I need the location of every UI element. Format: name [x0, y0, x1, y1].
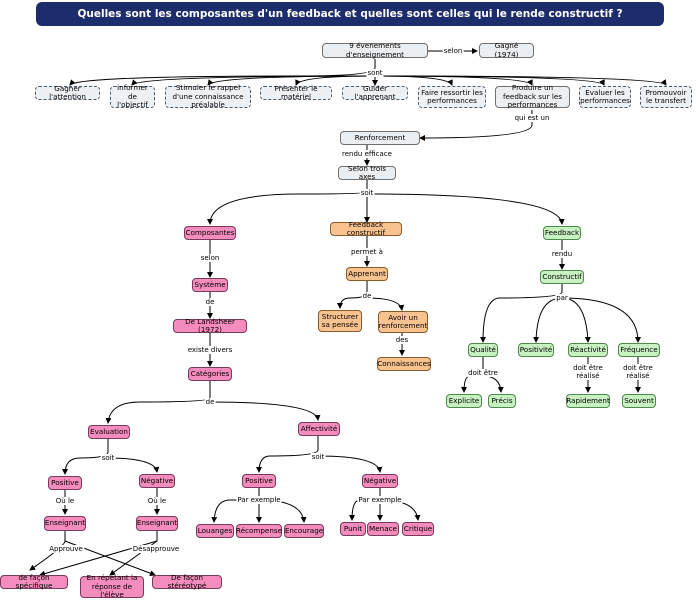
node-rapidement[interactable]: Rapidement — [566, 394, 610, 408]
link-label-permet-a: permet à — [350, 248, 384, 256]
node-produire-feedback[interactable]: Produire un feedback sur les performance… — [495, 84, 570, 109]
link-label-desapprouve: Désapprouve — [131, 545, 181, 553]
node-informer-objectif[interactable]: informer de l'objectif — [110, 84, 155, 109]
link-label-approuve: Approuve — [48, 545, 84, 553]
node-guider-apprenant[interactable]: Guider l'apprenant — [342, 84, 408, 101]
node-encourage[interactable]: Encourage — [284, 524, 324, 538]
node-categories[interactable]: Catégories — [188, 367, 232, 381]
node-eval-positive[interactable]: Positive — [48, 476, 82, 490]
node-systeme[interactable]: Système — [192, 278, 228, 292]
link-label-de-1: de — [204, 298, 216, 306]
node-qualite[interactable]: Qualité — [468, 343, 498, 357]
link-label-ou-le-1: Où le — [54, 497, 76, 505]
link-label-soit-1: soit — [359, 189, 375, 197]
node-stereotype[interactable]: De façon stéréotypé — [152, 573, 222, 590]
node-enseignant-1[interactable]: Enseignant — [44, 516, 86, 531]
node-aff-positive[interactable]: Positive — [242, 474, 276, 488]
link-label-rendu: rendu — [550, 250, 574, 258]
node-composantes[interactable]: Composantes — [184, 226, 236, 240]
node-avoir-renforcement[interactable]: Avoir un renforcement — [378, 311, 428, 333]
link-label-selon-1: selon — [442, 47, 464, 55]
node-presenter-materiel[interactable]: Présenter le matériel — [260, 84, 332, 101]
link-label-sont: sont — [366, 69, 384, 77]
node-renforcement[interactable]: Renforcement — [340, 131, 420, 145]
link-label-rendu-efficace: rendu efficace — [341, 150, 393, 158]
node-repetant[interactable]: En répétant la réponse de l'élève — [80, 574, 144, 599]
node-promouvoir-transfert[interactable]: Promouvoir le transfert — [640, 86, 692, 108]
link-label-par-exemple-2: Par exemple — [357, 496, 403, 504]
node-stimuler-rappel[interactable]: Stimuler le rappel d'une connaissance pr… — [165, 84, 251, 109]
link-label-soit-2: soit — [100, 454, 116, 462]
node-recompense[interactable]: Récompense — [236, 524, 282, 538]
link-label-ou-le-2: Où le — [146, 497, 168, 505]
node-evenements[interactable]: 9 évenements d'enseignement — [322, 41, 428, 58]
node-structurer[interactable]: Structurer sa pensée — [318, 310, 362, 332]
link-label-doit-etre-realise-1: doit être réalisé — [570, 364, 606, 380]
diagram-title: Quelles sont les composantes d'un feedba… — [36, 2, 664, 26]
link-label-qui-est-un: qui est un — [513, 114, 551, 122]
node-faire-ressortir[interactable]: Faire ressortir les performances — [418, 86, 486, 108]
node-souvent[interactable]: Souvent — [622, 394, 656, 408]
node-aff-negative[interactable]: Négative — [362, 474, 398, 488]
link-label-doit-etre-realise-2: doit être réalisé — [620, 364, 656, 380]
node-evaluation[interactable]: Evaluation — [88, 425, 130, 439]
node-frequence[interactable]: Fréquence — [618, 343, 660, 357]
node-trois-axes[interactable]: Selon trois axes — [338, 164, 396, 181]
link-label-existe-divers: existe divers — [186, 346, 234, 354]
link-label-par: par — [555, 294, 569, 302]
link-label-doit-etre-1: doit être — [467, 369, 499, 377]
node-gagner-attention[interactable]: Gagner l'attention — [35, 84, 100, 101]
node-feedback-constructif[interactable]: Feedback constructif — [330, 220, 402, 237]
node-landsheer[interactable]: De Landsheer (1972) — [173, 317, 247, 334]
node-specifique[interactable]: de façon spécifique — [0, 573, 68, 590]
node-explicite[interactable]: Explicite — [446, 394, 482, 408]
link-label-de-2: de — [204, 398, 216, 406]
node-positivite[interactable]: Positivité — [518, 343, 554, 357]
link-label-selon-2: selon — [199, 254, 221, 262]
node-reactivite[interactable]: Réactivité — [568, 343, 608, 357]
node-evaluer-performances[interactable]: Evaluer les performances — [579, 86, 631, 108]
link-label-par-exemple-1: Par exemple — [236, 496, 282, 504]
node-eval-negative[interactable]: Négative — [139, 474, 175, 488]
link-label-soit-3: soit — [310, 453, 326, 461]
node-apprenant[interactable]: Apprenant — [346, 267, 388, 281]
node-feedback[interactable]: Feedback — [543, 226, 581, 240]
node-connaissances[interactable]: Connaissances — [377, 357, 431, 371]
node-louanges[interactable]: Louanges — [196, 524, 234, 538]
node-gagne[interactable]: Gagné (1974) — [479, 41, 534, 58]
link-label-des: des — [394, 336, 410, 344]
node-precis[interactable]: Précis — [488, 394, 516, 408]
node-affectivite[interactable]: Affectivité — [298, 422, 340, 436]
node-constructif[interactable]: Constructif — [540, 270, 584, 284]
link-label-de-3: de — [361, 292, 373, 300]
node-menace[interactable]: Menace — [367, 522, 399, 536]
node-punit[interactable]: Punit — [340, 522, 366, 536]
node-critique[interactable]: Critique — [402, 522, 434, 536]
node-enseignant-2[interactable]: Enseignant — [136, 516, 178, 531]
